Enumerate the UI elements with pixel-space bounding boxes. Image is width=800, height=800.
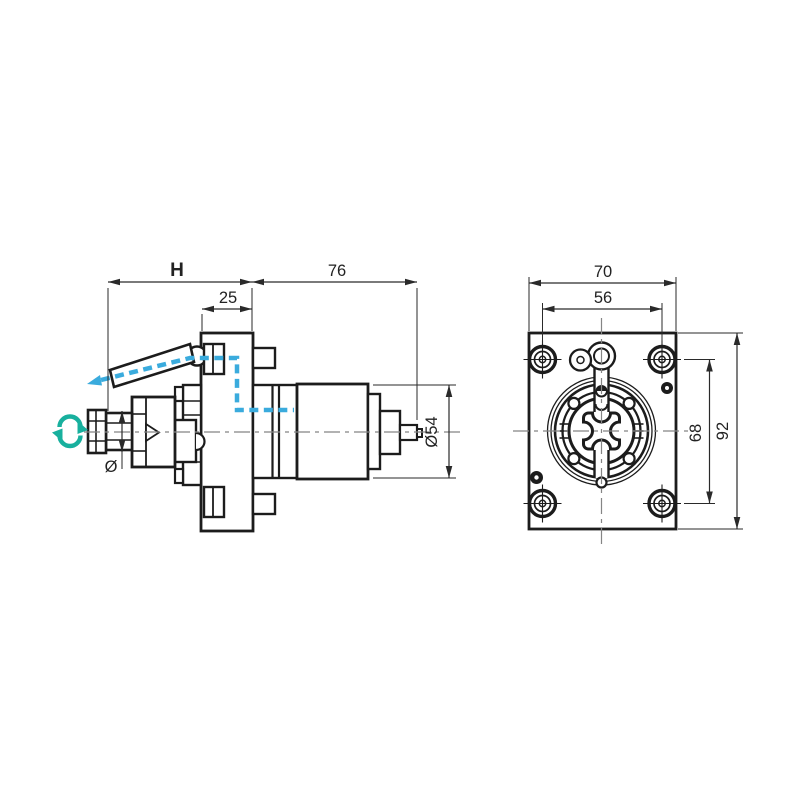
top-lug [251,346,277,370]
dim-label-bore-dia: Ø [105,458,118,476]
shaft-tip [416,428,423,438]
front-view: 70 56 92 68 [513,263,743,546]
dim-label-76: 76 [328,262,346,280]
coolant-path [87,355,294,413]
side-view-dimensions: H 76 25 Ø54 Ø [105,260,456,479]
dim-label-56: 56 [594,289,612,307]
screw-bottom-left [523,484,562,523]
dowel-pin-right [661,382,673,394]
dim-label-68: 68 [687,424,705,442]
clamp-block-bottom [202,485,226,519]
coolant-flow-arrow-icon [87,375,102,386]
rotation-direction-icon [52,414,88,449]
side-view: H 76 25 Ø54 Ø [52,260,462,533]
dim-label-92: 92 [714,422,732,440]
bottom-lug [251,492,277,516]
front-view-dimensions: 70 56 92 68 [528,263,743,530]
coolant-flow-line [100,355,294,413]
screw-top-right [643,340,681,379]
dim-label-25: 25 [219,289,237,307]
dim-label-H: H [170,260,184,281]
screw-top-left [523,340,562,379]
dim-label-70: 70 [594,263,612,281]
pin-hole [568,348,593,372]
mounting-screws [523,340,681,523]
screw-bottom-right [643,484,681,523]
dim-label-dia54: Ø54 [423,416,441,447]
dowel-pin-bottom-left [530,471,543,484]
clamping-lever [108,342,196,389]
